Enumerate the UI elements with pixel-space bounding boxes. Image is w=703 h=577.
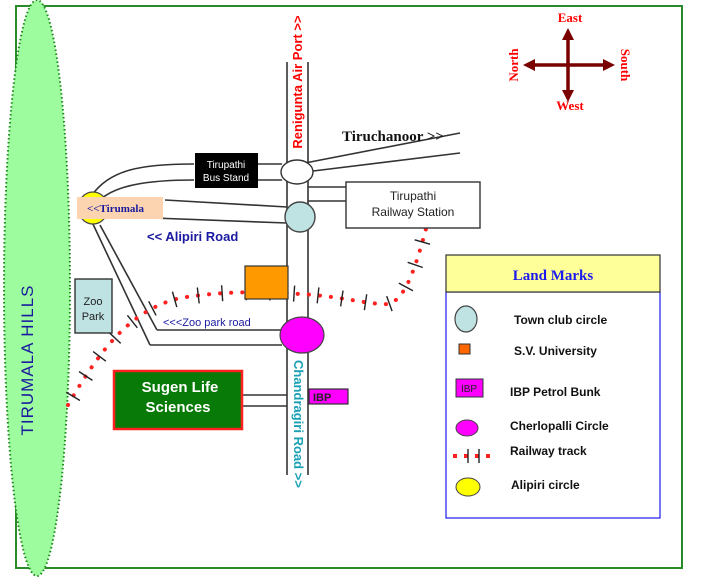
- zoo-park-box: [74, 278, 113, 334]
- legend: Land Marks Town club circle S.V. Univers…: [445, 254, 661, 519]
- roads: [91, 62, 461, 475]
- renigunta-road-label: Renigunta Air Port >>: [290, 15, 305, 149]
- legend-label-ibp: IBP Petrol Bunk: [510, 385, 601, 399]
- legend-town-club-icon: [454, 305, 478, 333]
- chandragiri-road-label: Chandragiri Road >>: [291, 360, 306, 488]
- sugen-life-sciences: Sugen Life Sciences: [112, 369, 244, 431]
- tiruchanoor-road-label: Tiruchanoor >>: [342, 129, 444, 145]
- zoo-road-diag-outer: [91, 221, 151, 346]
- legend-cherlopalli-icon: [455, 419, 479, 437]
- railway-tie: [398, 282, 414, 292]
- railway-tie: [196, 287, 200, 304]
- alipiri-road-top: [164, 199, 288, 208]
- railway-tie: [339, 290, 344, 307]
- legend-alipiri-icon: [455, 477, 481, 497]
- ibp-petrol-bunk: IBP: [308, 388, 349, 405]
- bus-stand-circle: [280, 159, 314, 185]
- legend-label-sv-university: S.V. University: [514, 344, 597, 358]
- zoo-park-road-label: <<<Zoo park road: [163, 317, 251, 329]
- legend-box: [445, 291, 661, 519]
- legend-railway-icon: [453, 449, 495, 463]
- arrow-south-icon: [603, 59, 615, 71]
- railway-tie: [65, 391, 81, 402]
- bus-stand-label-line1: Tirupathi: [207, 160, 246, 171]
- railway-ties: [65, 239, 431, 402]
- legend-sv-university-icon: [458, 343, 471, 355]
- sugen-label-line1: Sugen Life: [142, 379, 219, 396]
- sugen-label-line2: Sciences: [145, 399, 210, 416]
- railway-tie: [171, 291, 178, 308]
- railway-tie: [92, 350, 107, 362]
- railway-tie: [407, 261, 424, 269]
- tirumala-label-bg: [77, 197, 163, 219]
- alipiri-road-label: << Alipiri Road: [147, 229, 238, 244]
- compass-west-label: West: [556, 98, 584, 113]
- zoo-park-label-line1: Zoo: [84, 296, 103, 308]
- railway-tie: [386, 295, 393, 312]
- railway-station: Tirupathi Railway Station: [345, 181, 481, 229]
- zoo-park: Zoo Park: [74, 278, 113, 334]
- legend-label-alipiri: Alipiri circle: [511, 478, 580, 492]
- railway-station-box: [345, 181, 481, 229]
- sv-university: [244, 265, 289, 300]
- railway-station-label-line1: Tirupathi: [390, 189, 436, 203]
- bus-stand-box: [195, 153, 258, 188]
- zoo-park-label-line2: Park: [82, 311, 105, 323]
- legend-ibp-badge: IBP: [461, 384, 477, 395]
- railway-tie: [316, 287, 320, 304]
- compass-arrows: [523, 28, 615, 102]
- railway-track-line: [66, 223, 429, 407]
- railway-tie: [78, 371, 93, 381]
- legend-title: Land Marks: [513, 268, 594, 284]
- tirumala-road-outer: [91, 163, 195, 196]
- legend-label-railway: Railway track: [510, 444, 587, 458]
- bus-stand: Tirupathi Bus Stand: [195, 153, 258, 188]
- railway-tie: [363, 294, 368, 311]
- legend-label-cherlopalli: Cherlopalli Circle: [510, 419, 609, 433]
- railway-tie: [414, 239, 431, 245]
- cherlopalli-circle: [279, 316, 325, 354]
- ibp-box: [308, 388, 349, 405]
- legend-title-bar: [445, 254, 661, 293]
- tirumala-hills: [3, 0, 71, 577]
- town-club-circle: [284, 201, 316, 233]
- arrow-east-icon: [562, 28, 574, 40]
- sugen-box: [112, 369, 244, 431]
- compass: East West North South: [506, 10, 633, 113]
- legend-ibp-icon: [455, 378, 484, 398]
- railway-track: [65, 223, 431, 407]
- tiruchanoor-road-top: [304, 132, 461, 164]
- railway-tie: [292, 285, 296, 302]
- tiruchanoor-road-bottom: [304, 152, 461, 173]
- railway-tie: [126, 314, 138, 329]
- railway-tie: [108, 331, 122, 344]
- tirumala-road-inner: [99, 179, 195, 201]
- compass-east-label: East: [558, 10, 583, 25]
- legend-label-town-club: Town club circle: [514, 313, 607, 327]
- arrow-north-icon: [523, 59, 535, 71]
- tirumala-road-label: <<Tirumala: [87, 203, 144, 215]
- arrow-west-icon: [562, 90, 574, 102]
- railway-tie: [148, 300, 157, 316]
- compass-north-label: North: [506, 48, 521, 82]
- compass-south-label: South: [618, 49, 633, 82]
- railway-tie: [220, 285, 224, 302]
- tirumala-hills-label: TIRUMALA HILLS: [18, 285, 37, 436]
- ibp-label: IBP: [313, 392, 331, 404]
- railway-station-label-line2: Railway Station: [372, 205, 455, 219]
- bus-stand-label-line2: Bus Stand: [203, 173, 249, 184]
